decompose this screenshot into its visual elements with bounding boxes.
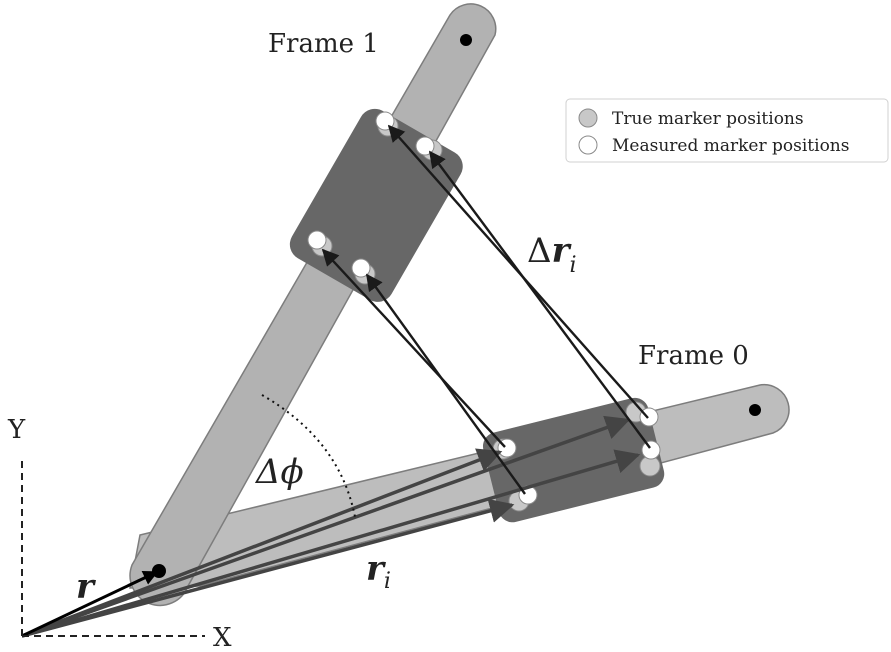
- segment-centres: [152, 34, 761, 578]
- label-frame1: Frame 1: [268, 29, 379, 59]
- label-ri: ri: [366, 549, 391, 594]
- legend: True marker positions Measured marker po…: [565, 98, 889, 163]
- label-frame0: Frame 0: [638, 341, 749, 371]
- axes: [21, 458, 205, 637]
- legend-measured-label: Measured marker positions: [612, 136, 849, 156]
- legend-measured-marker-icon: [578, 135, 598, 155]
- label-delta-r-symbol: r: [552, 231, 572, 271]
- label-delta-r: Δri: [527, 231, 577, 278]
- label-delta-r-delta: Δ: [527, 231, 552, 271]
- legend-true-label: True marker positions: [612, 109, 804, 129]
- label-ri-sub: i: [384, 569, 391, 594]
- label-axis-y: Y: [7, 415, 26, 445]
- label-axis-x: X: [213, 623, 232, 652]
- position-vectors-ri: [21, 415, 641, 638]
- label-delta-r-sub: i: [569, 253, 576, 278]
- legend-box: [565, 98, 889, 163]
- label-r: r: [76, 567, 96, 607]
- legend-true-marker-icon: [578, 108, 598, 128]
- displacement-vectors: [321, 124, 651, 495]
- label-ri-symbol: r: [366, 549, 386, 589]
- vector-r: [21, 570, 159, 638]
- label-delta-phi: Δϕ: [254, 452, 304, 492]
